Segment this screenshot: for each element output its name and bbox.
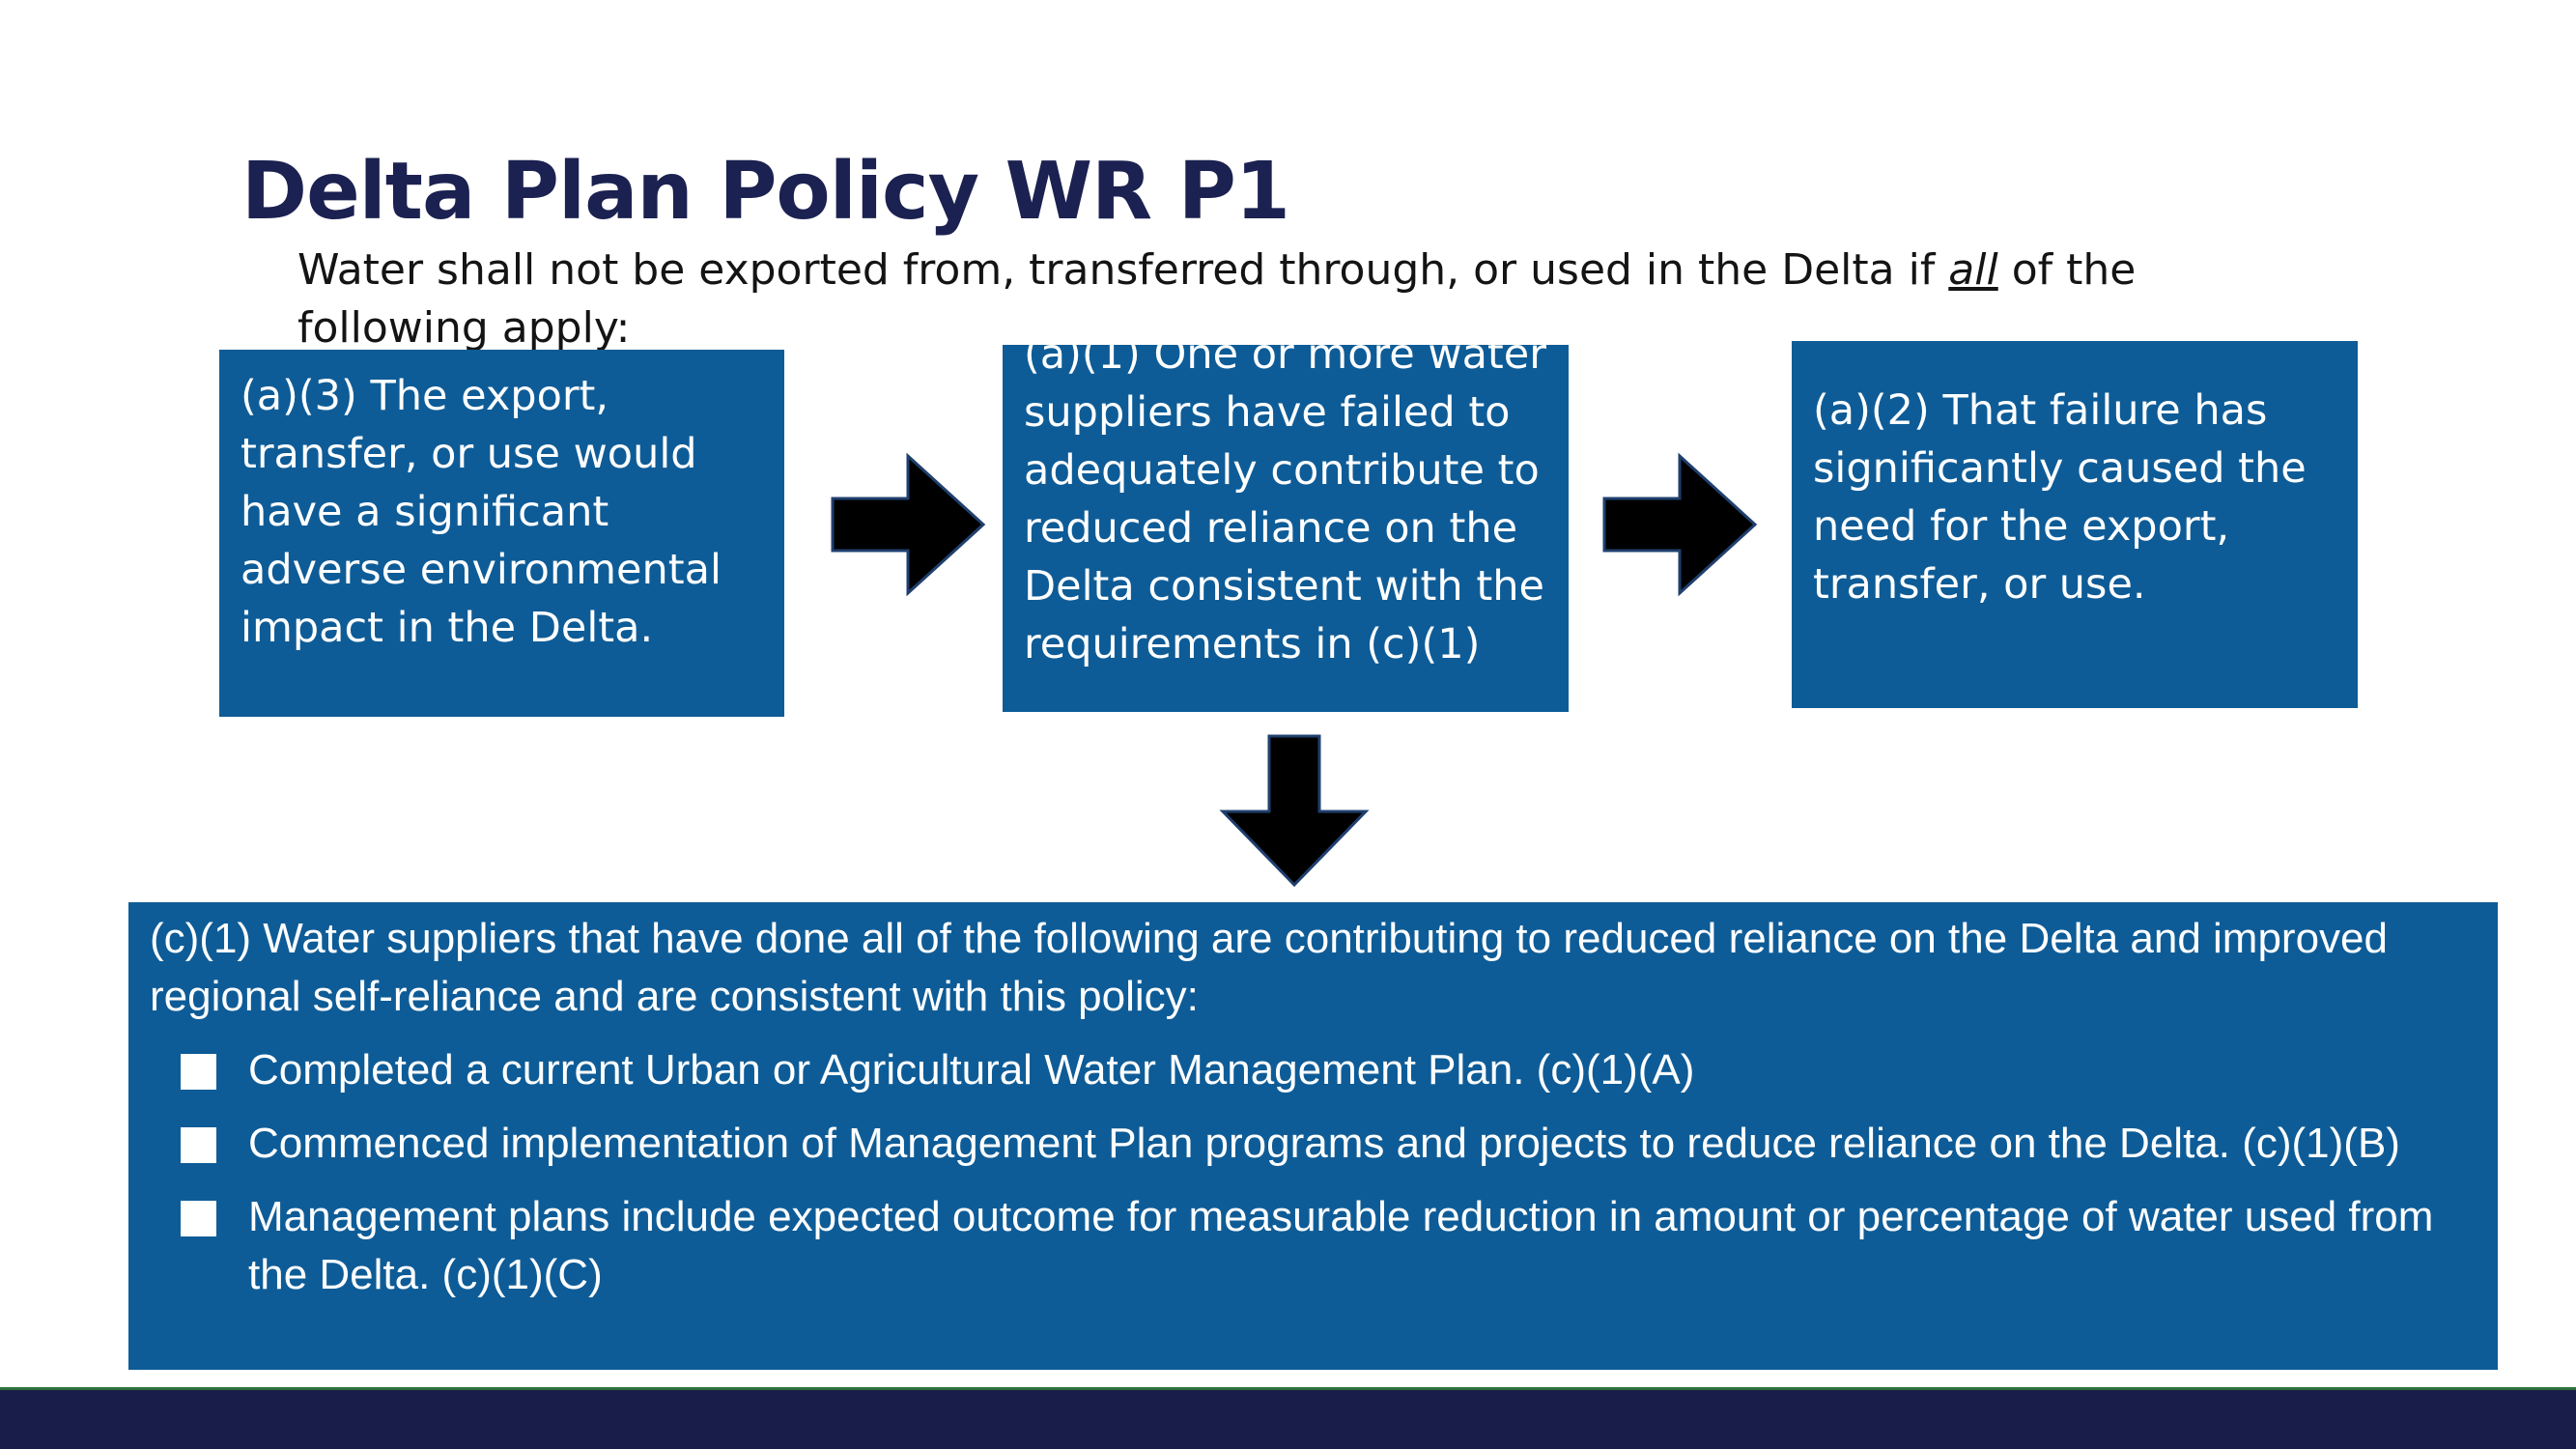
- policy-intro: Water shall not be exported from, transf…: [297, 242, 2229, 357]
- criteria-box: (c)(1) Water suppliers that have done al…: [128, 902, 2498, 1370]
- footer-bar: [0, 1387, 2576, 1449]
- intro-emphasis: all: [1948, 245, 1998, 295]
- checkbox-icon: [181, 1201, 216, 1236]
- intro-text-after: of the following apply:: [297, 245, 2137, 353]
- condition-box-a1: (a)(1) One or more water suppliers have …: [1003, 345, 1569, 712]
- condition-text-a3: (a)(3) The export, transfer, or use woul…: [241, 372, 722, 652]
- criteria-item-text: Commenced implementation of Management P…: [248, 1120, 2400, 1167]
- condition-text-a1: (a)(1) One or more water suppliers have …: [1024, 345, 1546, 668]
- criteria-lead: (c)(1) Water suppliers that have done al…: [150, 915, 2388, 1020]
- arrow-right-icon: [831, 452, 986, 597]
- criteria-item-text: Management plans include expected outcom…: [248, 1193, 2434, 1298]
- criteria-item-text: Completed a current Urban or Agricultura…: [248, 1046, 1695, 1094]
- slide-title: Delta Plan Policy WR P1: [241, 146, 1290, 238]
- checkbox-icon: [181, 1054, 216, 1090]
- criteria-item: Commenced implementation of Management P…: [150, 1115, 2477, 1173]
- condition-box-a3: (a)(3) The export, transfer, or use woul…: [219, 350, 784, 717]
- arrow-down-icon: [1219, 734, 1370, 888]
- condition-box-a2: (a)(2) That failure has significantly ca…: [1792, 341, 2358, 708]
- arrow-right-icon: [1602, 452, 1758, 597]
- criteria-item: Management plans include expected outcom…: [150, 1188, 2477, 1304]
- intro-text-before: Water shall not be exported from, transf…: [297, 245, 1949, 295]
- checkbox-icon: [181, 1127, 216, 1163]
- criteria-item: Completed a current Urban or Agricultura…: [150, 1041, 2477, 1099]
- condition-text-a2: (a)(2) That failure has significantly ca…: [1813, 386, 2307, 609]
